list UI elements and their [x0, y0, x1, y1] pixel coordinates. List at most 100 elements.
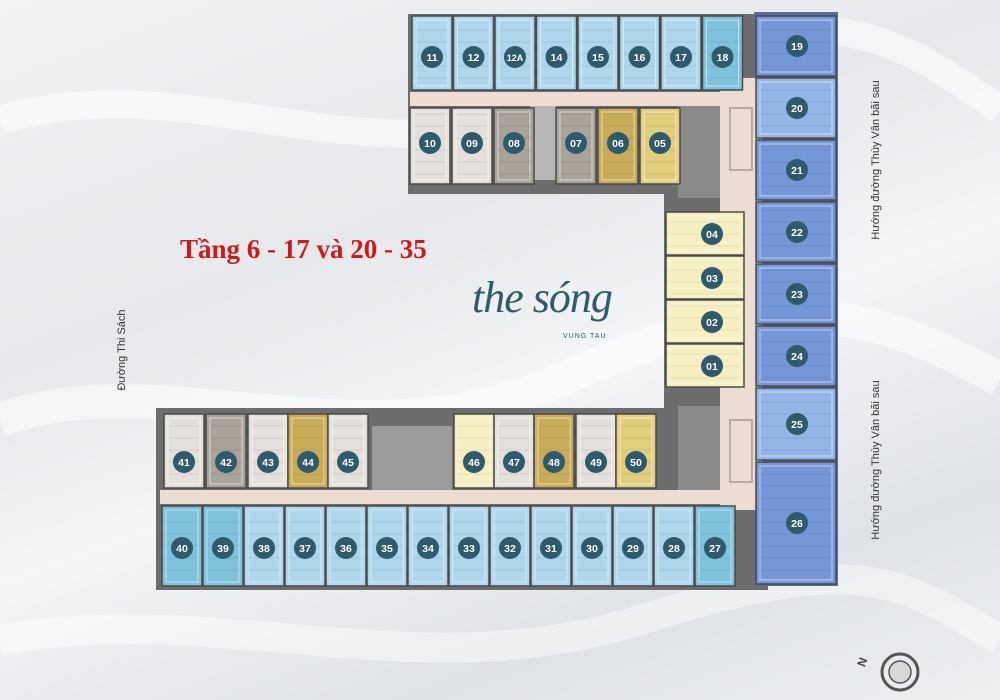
unit-44[interactable]: 44 — [287, 413, 329, 489]
unit-06[interactable]: 06 — [597, 107, 639, 185]
unit-45[interactable]: 45 — [327, 413, 369, 489]
unit-label: 34 — [422, 543, 434, 555]
unit-label: 14 — [551, 52, 563, 64]
unit-36[interactable]: 36 — [325, 505, 367, 587]
unit-label-badge — [297, 451, 319, 473]
unit-08[interactable]: 08 — [493, 107, 535, 185]
unit-label: 12A — [507, 53, 524, 63]
unit-label-badge — [607, 132, 629, 154]
unit-label-badge — [786, 221, 808, 243]
unit-43[interactable]: 43 — [247, 413, 289, 489]
unit-21[interactable]: 21 — [755, 139, 837, 201]
unit-47[interactable]: 47 — [493, 413, 535, 489]
unit-30[interactable]: 30 — [571, 505, 613, 587]
unit-38[interactable]: 38 — [243, 505, 285, 587]
unit-10[interactable]: 10 — [409, 107, 451, 185]
unit-label: 05 — [654, 138, 666, 150]
unit-label-badge — [337, 451, 359, 473]
unit-label-badge — [215, 451, 237, 473]
unit-label-badge — [463, 451, 485, 473]
unit-label-badge — [462, 46, 485, 68]
unit-25[interactable]: 25 — [755, 387, 837, 461]
unit-label: 27 — [709, 543, 721, 555]
unit-41[interactable]: 41 — [163, 413, 205, 489]
unit-31[interactable]: 31 — [530, 505, 572, 587]
unit-50[interactable]: 50 — [615, 413, 657, 489]
unit-27[interactable]: 27 — [694, 505, 736, 587]
unit-22[interactable]: 22 — [755, 201, 837, 263]
unit-29[interactable]: 29 — [612, 505, 654, 587]
unit-23[interactable]: 23 — [755, 263, 837, 325]
unit-label: 36 — [340, 543, 352, 555]
unit-label: 24 — [791, 351, 803, 363]
unit-12A[interactable]: 12A — [494, 15, 536, 91]
unit-39[interactable]: 39 — [202, 505, 244, 587]
unit-label-badge — [504, 46, 526, 68]
unit-label: 04 — [706, 229, 718, 241]
unit-07[interactable]: 07 — [555, 107, 597, 185]
unit-14[interactable]: 14 — [535, 15, 578, 91]
unit-19[interactable]: 19 — [755, 15, 837, 77]
unit-label: 44 — [302, 457, 314, 469]
unit-label-badge — [417, 537, 439, 559]
unit-label: 11 — [426, 52, 437, 64]
unit-48[interactable]: 48 — [533, 413, 575, 489]
unit-label: 42 — [220, 457, 232, 469]
unit-label: 50 — [630, 457, 642, 469]
unit-label: 21 — [791, 165, 803, 177]
unit-26[interactable]: 26 — [755, 461, 837, 585]
unit-label: 03 — [706, 273, 718, 285]
street-label-right-top: Hướng đường Thùy Vân bãi sau — [870, 80, 882, 240]
unit-17[interactable]: 17 — [660, 15, 702, 91]
unit-label-badge — [585, 451, 607, 473]
unit-label: 19 — [791, 41, 803, 53]
unit-label: 35 — [381, 543, 393, 555]
unit-49[interactable]: 49 — [575, 413, 617, 489]
unit-label: 30 — [586, 543, 598, 555]
unit-label: 22 — [791, 227, 803, 239]
unit-20[interactable]: 20 — [755, 77, 837, 139]
unit-32[interactable]: 32 — [489, 505, 531, 587]
unit-label-badge — [701, 311, 723, 333]
street-label-left: Đường Thi Sách — [116, 309, 128, 391]
unit-label: 29 — [627, 543, 639, 555]
unit-label-badge — [786, 97, 808, 119]
unit-04[interactable]: 04 — [665, 211, 745, 256]
unit-label: 06 — [612, 138, 624, 150]
unit-35[interactable]: 35 — [366, 505, 408, 587]
unit-label-badge — [458, 537, 480, 559]
unit-37[interactable]: 37 — [284, 505, 326, 587]
unit-33[interactable]: 33 — [448, 505, 490, 587]
unit-18[interactable]: 18 — [701, 15, 744, 91]
unit-02[interactable]: 02 — [665, 299, 745, 344]
unit-label-badge — [376, 537, 398, 559]
unit-05[interactable]: 05 — [639, 107, 681, 185]
unit-16[interactable]: 16 — [618, 15, 661, 91]
unit-label: 25 — [791, 419, 803, 431]
unit-label-badge — [786, 35, 808, 57]
unit-15[interactable]: 15 — [577, 15, 619, 91]
unit-42[interactable]: 42 — [205, 413, 247, 489]
unit-11[interactable]: 11 — [411, 15, 453, 91]
street-label-right-bottom: Hướng đường Thùy Vân bãi sau — [870, 380, 882, 540]
unit-label: 45 — [342, 457, 354, 469]
unit-label: 46 — [468, 457, 480, 469]
unit-label: 37 — [299, 543, 311, 555]
unit-24[interactable]: 24 — [755, 325, 837, 387]
unit-label-badge — [545, 46, 568, 68]
unit-03[interactable]: 03 — [665, 255, 745, 300]
unit-28[interactable]: 28 — [653, 505, 695, 587]
unit-label: 10 — [424, 138, 436, 150]
unit-label-badge — [212, 537, 234, 559]
unit-09[interactable]: 09 — [451, 107, 493, 185]
unit-01[interactable]: 01 — [665, 343, 745, 388]
unit-label: 20 — [791, 103, 803, 115]
unit-label-badge — [294, 537, 316, 559]
unit-34[interactable]: 34 — [407, 505, 449, 587]
unit-12[interactable]: 12 — [452, 15, 495, 91]
unit-label-badge — [540, 537, 562, 559]
unit-46[interactable]: 46 — [453, 413, 495, 489]
unit-40[interactable]: 40 — [161, 505, 203, 587]
